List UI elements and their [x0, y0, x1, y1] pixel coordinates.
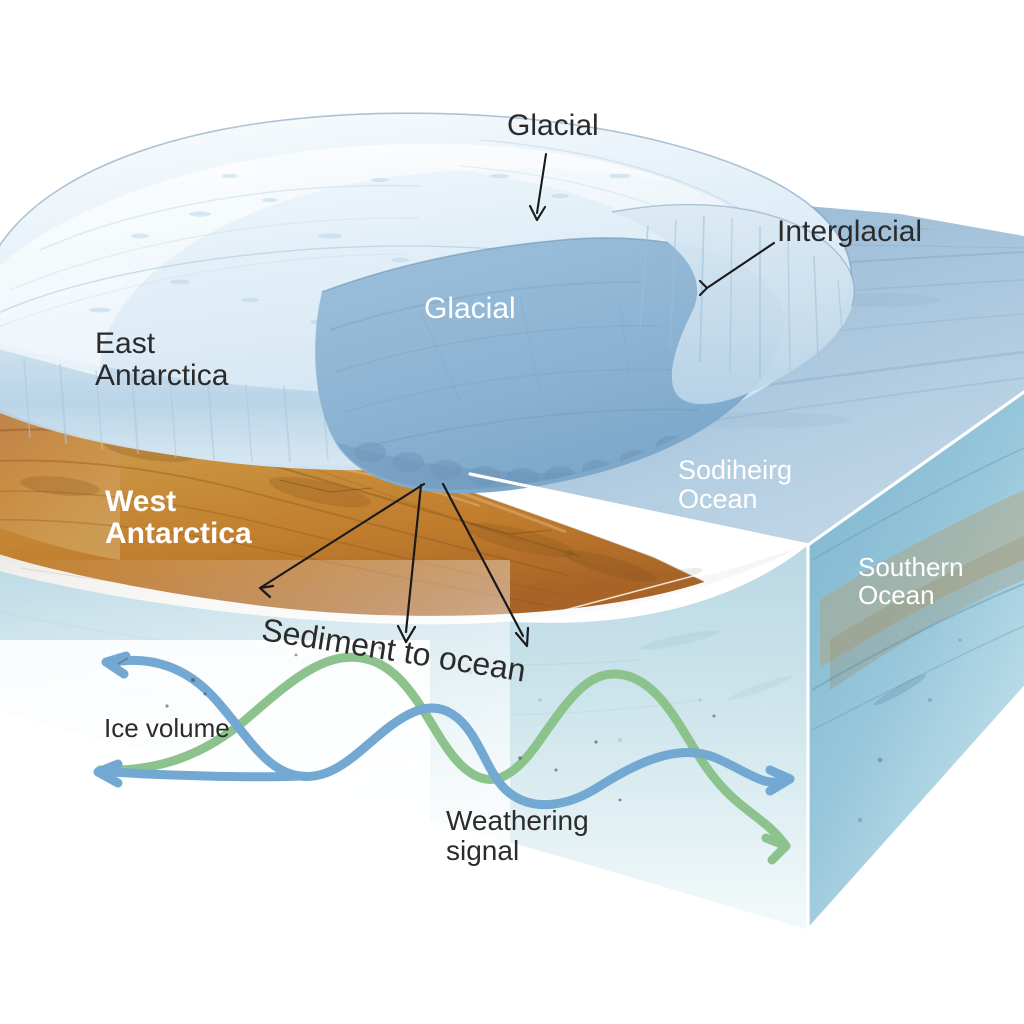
- sediment-arrow-left-head: [258, 584, 275, 599]
- shelf-tick-mark: [117, 657, 129, 665]
- interglacial-tick: [698, 279, 709, 297]
- block-edges: [468, 390, 1024, 932]
- ice-volume-arrowhead-upper-left: [101, 651, 131, 679]
- interglacial-leader-line: [705, 241, 776, 290]
- sediment-arrow-left-line: [258, 482, 426, 590]
- weathering-signal-arrowhead: [761, 833, 791, 865]
- ice-volume-wave: [109, 655, 787, 810]
- sediment-arrows: [258, 482, 530, 648]
- cycle-waves: [93, 651, 795, 865]
- ice-volume-wave-lower-branch: [101, 767, 305, 782]
- sediment-arrow-right-head: [514, 626, 530, 648]
- sediment-arrow-centre-head: [396, 624, 417, 644]
- leader-lines: [528, 152, 776, 297]
- block-edges-soft: [519, 545, 807, 623]
- sediment-arrow-right-line: [441, 482, 525, 638]
- ice-volume-arrowhead-lower-left: [93, 759, 123, 788]
- sediment-arrow-centre-line: [404, 483, 423, 634]
- glacial-arrowhead: [528, 204, 547, 222]
- ocean-side-face: [808, 392, 1024, 930]
- shelf-specks: [165, 646, 716, 802]
- glacial-leader-line: [535, 152, 548, 215]
- ice-volume-arrowhead-right: [765, 765, 795, 796]
- interglacial-ice-cliff: [611, 203, 855, 405]
